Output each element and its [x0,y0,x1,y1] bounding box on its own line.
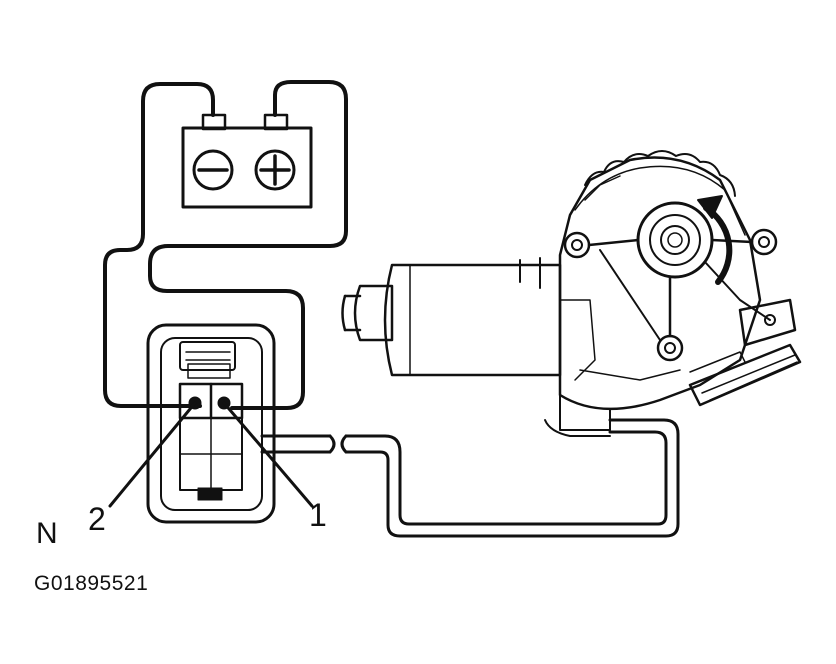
motor-connector-socket [688,343,802,407]
motor-connector [108,323,314,524]
negative-lead-wire [103,82,215,408]
pin-1-label: 1 [309,497,327,533]
battery [181,113,313,209]
connector-lock-tab [179,341,236,371]
figure-code-label: G01895521 [34,572,149,595]
view-letter-label: N [36,517,58,550]
pin-2-label: 2 [88,501,106,537]
connector-housing-inner [160,337,263,511]
wiper-motor [341,150,802,437]
curved-arrow-icon [697,195,733,285]
leader-line-pin-1 [222,401,314,508]
positive-lead-wire [148,80,348,410]
mount-boss-left [563,231,591,259]
leader-line-pin-2 [108,401,197,508]
motor-end-cap [353,284,394,342]
motor-body [383,263,562,377]
battery-case [181,126,313,209]
gear-housing [558,156,762,411]
connector-harness-cable [260,418,680,538]
plus-icon [254,149,296,191]
motor-side-lug [738,298,797,347]
mount-boss-right [750,228,778,256]
connector-housing-outer [146,323,276,524]
mount-boss-bottom [656,334,684,362]
output-shaft-spline [660,225,690,255]
minus-icon [192,149,234,191]
connector-bottom-latch [197,487,223,501]
